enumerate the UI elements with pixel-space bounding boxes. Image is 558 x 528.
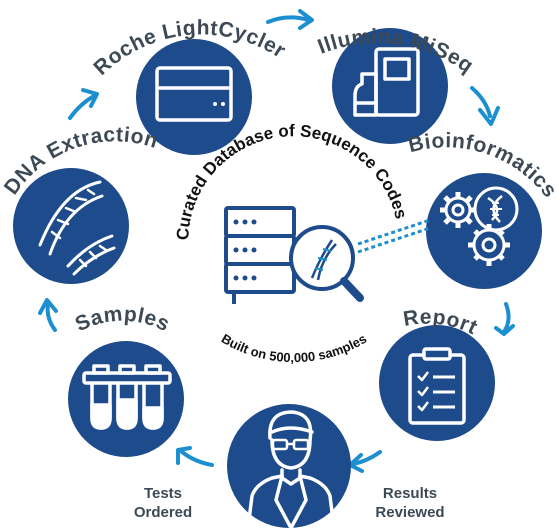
samples-label: Samples	[72, 302, 174, 336]
arrow-bio-to-report	[494, 302, 515, 336]
scientist-icon	[246, 410, 336, 528]
report-circle	[379, 325, 495, 441]
label-line: Results	[383, 485, 437, 502]
label-line: Tests	[144, 485, 182, 502]
clipboard-checklist-icon	[408, 347, 466, 425]
arrow-samples-to-dna	[38, 298, 58, 332]
dna-circle	[13, 168, 129, 284]
server-rack-icon	[155, 66, 233, 122]
arrow-roche-to-illumina	[266, 9, 314, 30]
gears-dna-icon	[440, 186, 519, 266]
center-subtitle: Built on 500,000 samples	[219, 331, 369, 365]
arrow-report-to-results	[348, 450, 382, 473]
sequencer-machine-icon	[353, 47, 420, 117]
label-line: Reviewed	[375, 504, 444, 521]
test-tubes-icon	[82, 364, 172, 430]
dna-helix-icon	[38, 180, 116, 276]
label-line: Ordered	[134, 504, 192, 521]
dashed-connector	[357, 218, 431, 254]
flow-arrows	[38, 9, 515, 473]
arrow-dna-to-roche	[68, 88, 99, 120]
arrow-tests-to-samples	[176, 446, 214, 467]
arrow-illumina-to-bio	[470, 86, 500, 126]
database-magnifier-dna-icon	[224, 206, 364, 304]
